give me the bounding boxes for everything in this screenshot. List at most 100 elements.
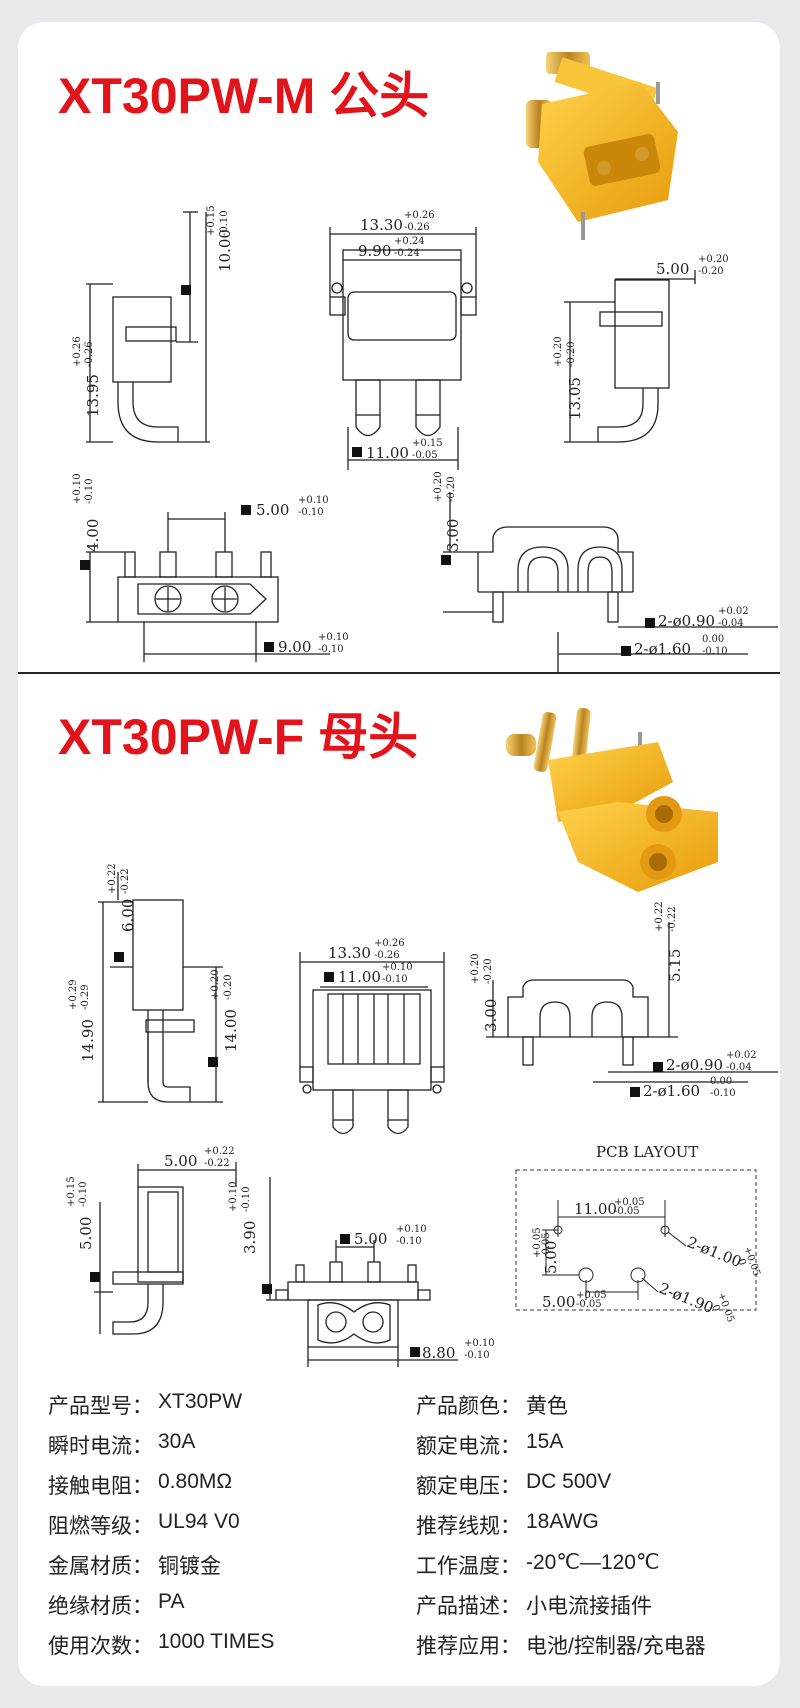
female-dimension-labels: 6.00 +0.22 -0.22 14.90 +0.29 -0.29 14.00… — [66, 863, 757, 1362]
female-pin-pitch-marker — [340, 1234, 350, 1244]
spec-label: 额定电压： — [416, 1474, 521, 1498]
tol: +0.26 — [404, 210, 435, 221]
dim-side-height: 5.00 — [77, 1217, 95, 1250]
tol: +0.10 — [396, 1224, 427, 1235]
pcb-w2: 5.00 — [542, 1293, 575, 1311]
tol: -0.10 — [710, 1088, 736, 1099]
spec-value: 15A — [526, 1430, 564, 1453]
tol: -0.10 — [219, 210, 230, 236]
tol: -0.20 — [483, 958, 494, 984]
tol: -0.10 — [702, 646, 728, 657]
tol: 0 — [709, 1303, 722, 1313]
tol: -0.05 — [576, 1299, 602, 1310]
tol: -0.04 — [718, 618, 744, 629]
tol: -0.10 — [464, 1350, 490, 1361]
tol: +0.10 — [228, 1181, 239, 1212]
spec-label: 推荐线规： — [416, 1514, 521, 1538]
spec-label: 产品型号： — [48, 1394, 153, 1418]
dim-pin-pitch: 5.00 — [256, 501, 289, 519]
female-side-height-marker — [90, 1272, 100, 1282]
tol: -0.05 — [412, 450, 438, 461]
tol: +0.02 — [726, 1050, 757, 1061]
tol: +0.22 — [204, 1146, 235, 1157]
female-front-view — [299, 952, 445, 1135]
spec-row: 接触电阻： 0.80MΩ 额定电压： DC 500V — [48, 1470, 768, 1500]
spec-value: -20℃—120℃ — [526, 1551, 660, 1574]
dim-side-height: 13.95 — [84, 374, 102, 417]
tol: -0.22 — [204, 1158, 230, 1169]
tol: +0.05 — [576, 1290, 607, 1301]
dim-side-top: 5.00 — [164, 1152, 197, 1170]
male-title: XT30PW-M 公头 — [58, 68, 430, 124]
dim-right-top: 5.00 — [656, 260, 689, 278]
tol: -0.22 — [667, 906, 678, 932]
dim-pin-d1: 2-ø0.90 — [658, 612, 715, 630]
dim-bot-width: 8.80 — [422, 1344, 455, 1362]
tol: 0.00 — [702, 634, 724, 645]
tol: -0.10 — [396, 1236, 422, 1247]
male-product-photo — [526, 52, 678, 240]
tol: +0.24 — [394, 236, 425, 247]
dim-body-height: 14.00 — [222, 1009, 240, 1052]
dim-bot-height: 3.90 — [241, 1221, 259, 1254]
spec-value: 小电流接插件 — [526, 1595, 652, 1618]
tol: -0.24 — [394, 248, 420, 259]
tol: -0.20 — [446, 476, 457, 502]
spec-label: 接触电阻： — [48, 1474, 153, 1498]
dim-bot-height: 4.00 — [84, 519, 102, 552]
tol: +0.10 — [298, 495, 329, 506]
dim-right-height: 5.15 — [666, 949, 684, 982]
spec-row: 瞬时电流： 30A 额定电流： 15A — [48, 1430, 768, 1460]
spec-label: 使用次数： — [48, 1634, 153, 1658]
spec-label: 绝缘材质： — [48, 1594, 153, 1618]
tol: +0.29 — [68, 979, 79, 1010]
spec-value: DC 500V — [526, 1470, 612, 1493]
spec-row: 金属材质： 铜镀金 工作温度： -20℃—120℃ — [48, 1550, 768, 1580]
dim-right-small: 3.00 — [482, 999, 500, 1032]
dim-pin-pitch: 5.00 — [354, 1230, 387, 1248]
tol: +0.10 — [382, 962, 413, 973]
spec-value: UL94 V0 — [158, 1510, 240, 1533]
spec-value: 铜镀金 — [158, 1555, 221, 1578]
spec-value: XT30PW — [158, 1390, 243, 1413]
dim-pin-d2: 2-ø1.60 — [634, 640, 691, 658]
tol: -0.29 — [80, 984, 91, 1010]
spec-value: PA — [158, 1590, 185, 1613]
dim-top-pin: 6.00 — [119, 899, 137, 932]
female-body-height-marker — [208, 1057, 218, 1067]
male-front-height-marker — [181, 285, 191, 295]
female-side-small-view — [94, 1162, 237, 1335]
pcb-title: PCB LAYOUT — [596, 1143, 698, 1161]
male-front-view — [329, 227, 477, 470]
tol: -0.05 — [614, 1206, 640, 1217]
tol: -0.20 — [223, 974, 234, 1000]
dim-top-width: 13.30 — [328, 944, 371, 962]
male-bottom-view — [86, 512, 330, 662]
tol: +0.10 — [318, 632, 349, 643]
dim-inner-width: 9.90 — [358, 242, 391, 260]
spec-label: 推荐应用： — [416, 1634, 521, 1658]
tol: +0.05 — [532, 1227, 543, 1258]
tol: 0.00 — [710, 1076, 732, 1087]
tol: -0.10 — [78, 1181, 89, 1207]
tol: -0.10 — [382, 974, 408, 985]
tol: +0.15 — [206, 205, 217, 236]
spec-value: 1000 TIMES — [158, 1630, 275, 1653]
dim-pin-d2: 2-ø1.60 — [643, 1082, 700, 1100]
dim-pin-d1: 2-ø0.90 — [666, 1056, 723, 1074]
female-bot-height-marker — [262, 1284, 272, 1294]
female-pin-d1-marker — [653, 1062, 663, 1072]
tol: -0.10 — [298, 507, 324, 518]
spec-label: 产品颜色： — [416, 1394, 521, 1418]
dim-bot-width: 9.00 — [278, 638, 311, 656]
tol: -0.26 — [374, 950, 400, 961]
male-bottom-right-view — [443, 492, 778, 674]
tol: +0.20 — [433, 471, 444, 502]
tol: +0.05 — [614, 1197, 645, 1208]
tol: -0.22 — [120, 868, 131, 894]
tol: +0.15 — [66, 1176, 77, 1207]
dim-total-height: 14.90 — [79, 1019, 97, 1062]
spec-label: 工作温度： — [416, 1554, 521, 1578]
tol: +0.22 — [654, 901, 665, 932]
spec-label: 产品描述： — [416, 1594, 521, 1618]
